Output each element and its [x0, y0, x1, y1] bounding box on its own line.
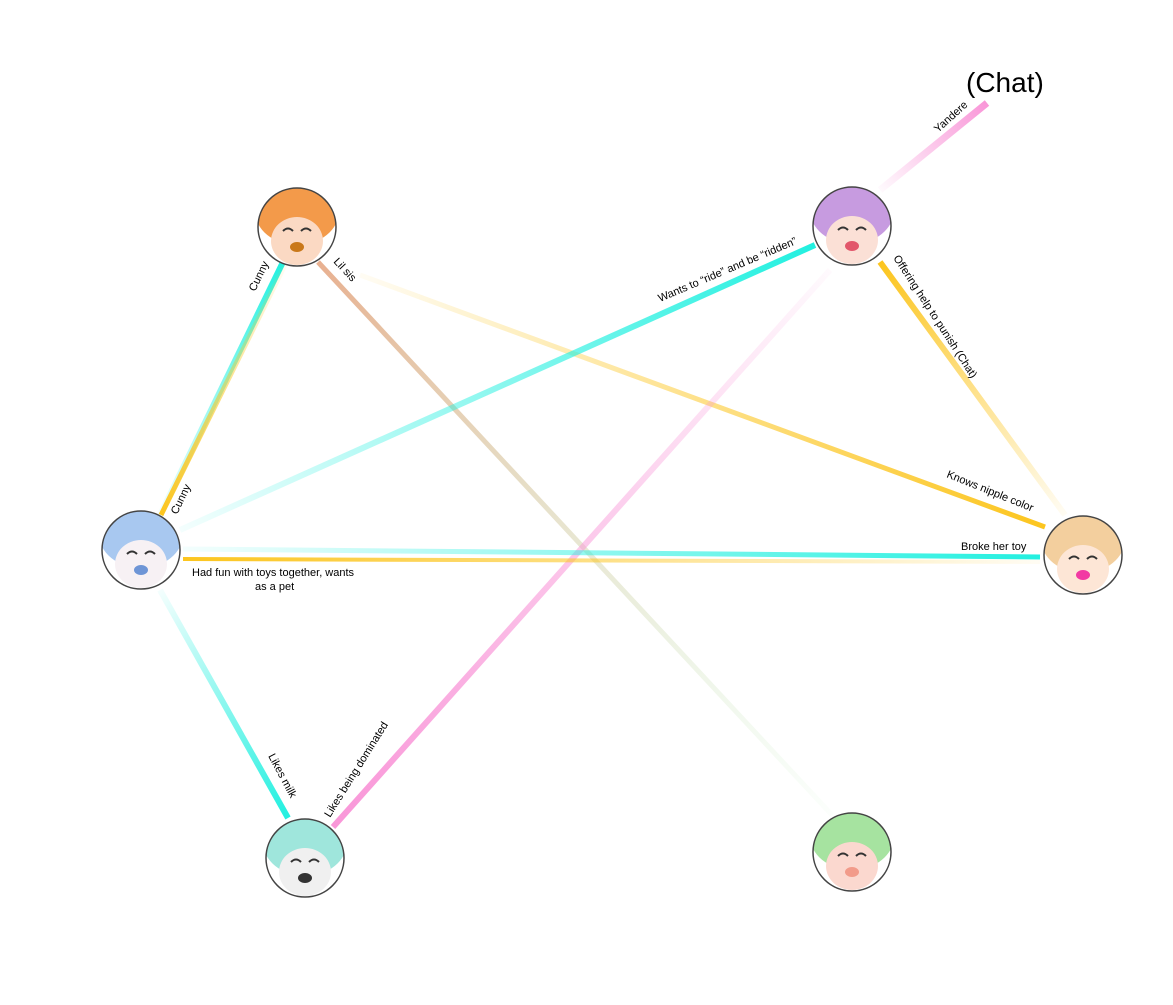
chat-avatar[interactable] — [263, 808, 347, 898]
relationship-edge — [877, 260, 1068, 517]
green-avatar[interactable] — [810, 802, 894, 892]
relationship-edge — [877, 100, 990, 193]
edge-label: Had fun with toys together, wants — [192, 567, 355, 579]
pink-heart-avatar[interactable] — [1041, 505, 1125, 595]
relationship-edge — [157, 588, 291, 820]
edge-label: as a pet — [255, 581, 294, 593]
blue-avatar[interactable] — [99, 500, 183, 590]
relationship-edge — [359, 272, 1046, 530]
relationship-edge — [330, 268, 833, 829]
hype-avatar[interactable] — [255, 177, 339, 267]
purple-avatar[interactable] — [810, 176, 894, 266]
relationship-edge — [316, 260, 834, 817]
relationship-edge — [178, 242, 817, 533]
edge-label: Likes milk — [265, 752, 298, 801]
relationship-edge — [182, 557, 1041, 564]
chat-external-label: (Chat) — [966, 67, 1044, 98]
edge-label: Wants to “ride” and be “ridden” — [656, 235, 799, 305]
relationship-edge — [182, 546, 1041, 560]
edge-label: Offering help to punish (Chat) — [890, 253, 979, 380]
edge-label: Broke her toy — [961, 541, 1027, 553]
relationship-edge — [158, 263, 288, 517]
